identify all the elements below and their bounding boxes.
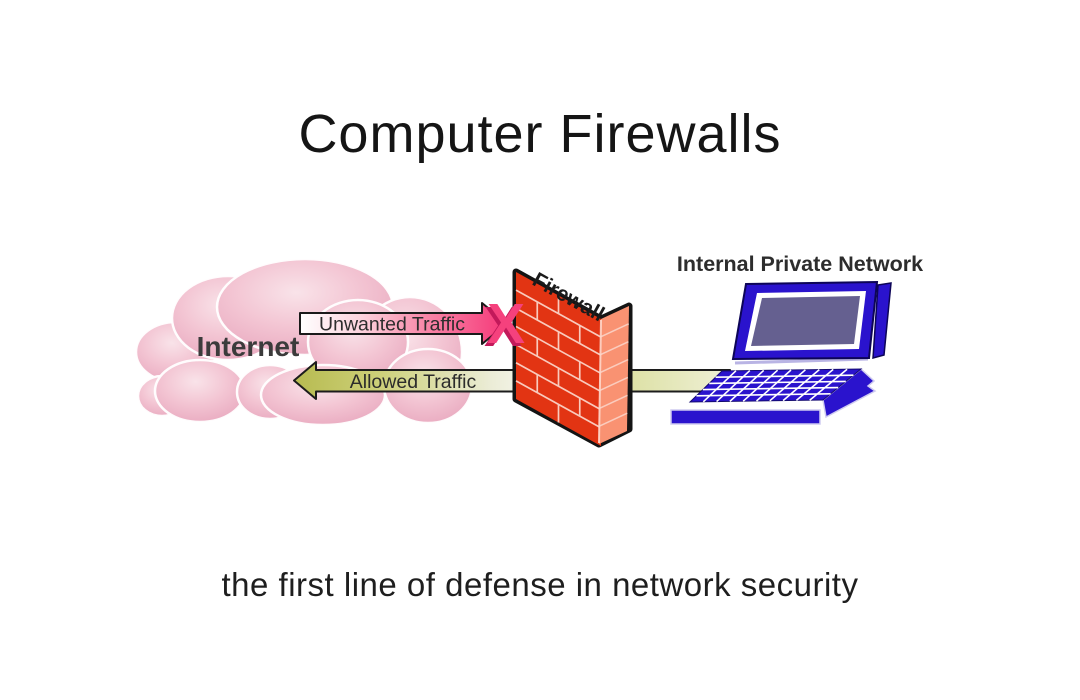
internet-cloud-icon [134, 257, 474, 427]
page-title: Computer Firewalls [298, 104, 782, 164]
blocked-x-icon: X [487, 292, 525, 356]
blocked-x-shadow-icon: X [484, 295, 522, 359]
laptop-screen [751, 296, 860, 346]
internet-label: Internet [197, 331, 300, 362]
unwanted-traffic-arrow: Unwanted Traffic [299, 302, 508, 345]
internal-private-network-label: Internal Private Network [677, 252, 923, 276]
unwanted-traffic-label: Unwanted Traffic [319, 314, 465, 336]
subtitle: the first line of defense in network sec… [221, 566, 859, 603]
allowed-traffic-label: Allowed Traffic [350, 371, 477, 393]
laptop-icon [670, 280, 892, 425]
firewall-wall-icon: Firewall [516, 268, 629, 446]
